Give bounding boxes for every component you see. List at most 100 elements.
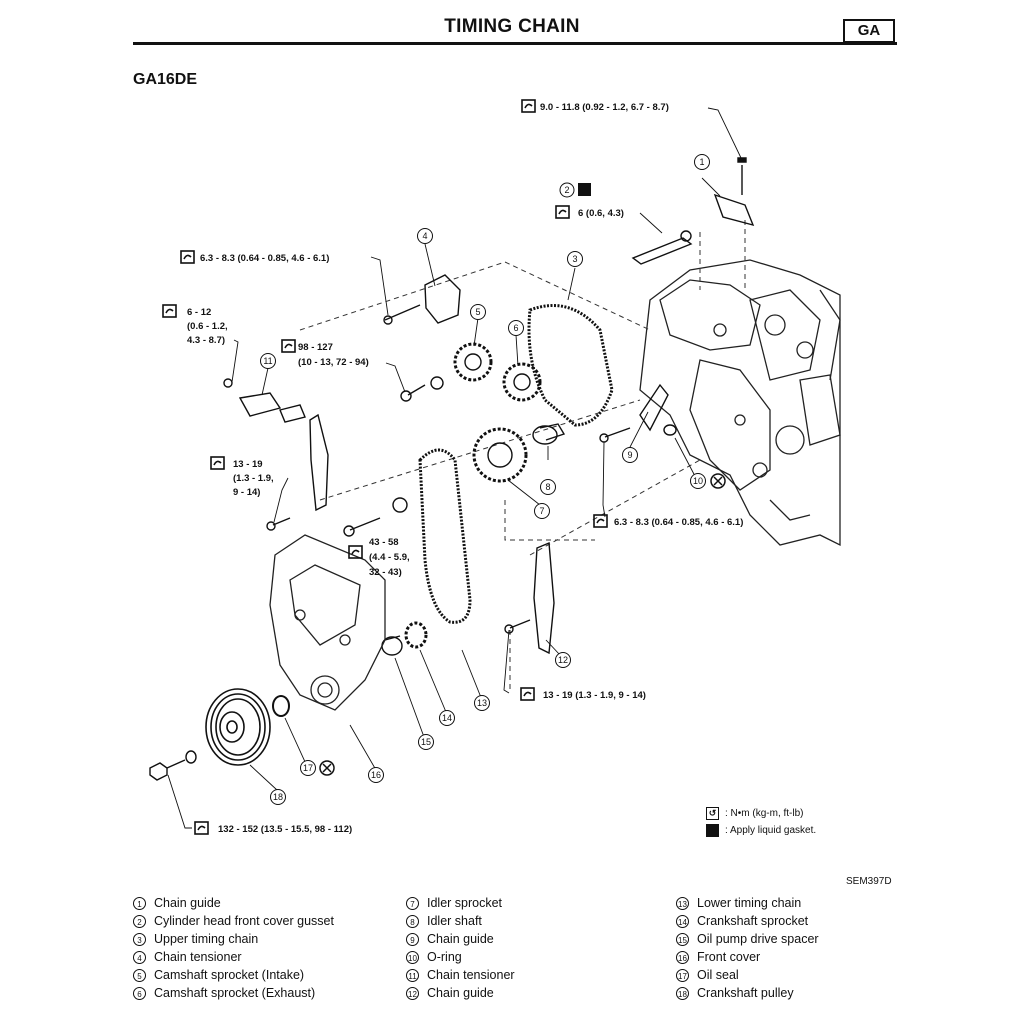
svg-text:13: 13 — [477, 698, 487, 708]
svg-text:43 - 58: 43 - 58 — [369, 537, 399, 548]
leader-lines — [167, 107, 743, 829]
parts-list-item: 10 O-ring — [406, 948, 515, 966]
bolts-left — [266, 376, 444, 537]
part-number: 16 — [676, 950, 689, 964]
svg-text:5: 5 — [475, 307, 480, 317]
torque-spec-5: 98 - 127 (10 - 13, 72 - 94) — [281, 339, 369, 368]
chain-guide-left — [309, 413, 329, 512]
part-name: Chain guide — [427, 932, 494, 946]
svg-text:2: 2 — [564, 185, 569, 195]
torque-spec-10: 132 - 152 (13.5 - 15.5, 98 - 112) — [194, 821, 352, 835]
chain-tensioner-upper — [383, 274, 461, 325]
svg-text:12: 12 — [558, 655, 568, 665]
svg-text:4: 4 — [422, 231, 427, 241]
part-number: 7 — [406, 896, 419, 910]
svg-text:132 - 152 (13.5 - 15.5, 98 - 1: 132 - 152 (13.5 - 15.5, 98 - 112) — [218, 824, 352, 835]
chain-tensioner-lower — [223, 378, 306, 423]
svg-text:13 - 19: 13 - 19 — [233, 459, 263, 470]
front-cover — [269, 534, 386, 711]
legend: ↺ : N•m (kg-m, ft-lb) : Apply liquid gas… — [706, 805, 816, 839]
figure-id: SEM397D — [846, 876, 892, 887]
parts-list-item: 14 Crankshaft sprocket — [676, 912, 819, 930]
pulley-bolt — [149, 750, 197, 781]
svg-text:(0.6 - 1.2,: (0.6 - 1.2, — [187, 321, 228, 332]
liquid-gasket-icon — [706, 824, 719, 837]
part-number: 8 — [406, 914, 419, 928]
callout-5: 5 — [470, 304, 486, 320]
replace-marker-10 — [710, 473, 726, 489]
svg-text:(4.4 - 5.9,: (4.4 - 5.9, — [369, 552, 410, 563]
parts-list-item: 7 Idler sprocket — [406, 894, 515, 912]
part-number: 6 — [133, 986, 146, 1000]
engine-model: GA16DE — [133, 71, 198, 88]
callout-16: 16 — [368, 767, 384, 783]
svg-text:3: 3 — [572, 254, 577, 264]
svg-text:13 - 19 (1.3 - 1.9, 9 - 14): 13 - 19 (1.3 - 1.9, 9 - 14) — [543, 690, 646, 701]
part-number: 15 — [676, 932, 689, 946]
callout-9: 9 — [622, 447, 638, 463]
svg-text:(10 - 13, 72 - 94): (10 - 13, 72 - 94) — [298, 357, 369, 368]
svg-text:4.3 - 8.7): 4.3 - 8.7) — [187, 335, 225, 346]
part-name: Crankshaft pulley — [697, 986, 794, 1000]
torque-spec-7: 6.3 - 8.3 (0.64 - 0.85, 4.6 - 6.1) — [593, 514, 743, 528]
svg-text:6 - 12: 6 - 12 — [187, 307, 211, 318]
part-name: Idler shaft — [427, 914, 482, 928]
replace-marker-17 — [319, 760, 335, 776]
part-number: 14 — [676, 914, 689, 928]
part-number: 3 — [133, 932, 146, 946]
svg-text:1: 1 — [699, 157, 704, 167]
legend-torque: ↺ : N•m (kg-m, ft-lb) — [706, 805, 816, 822]
part-name: O-ring — [427, 950, 462, 964]
svg-text:17: 17 — [303, 763, 313, 773]
svg-text:6: 6 — [513, 323, 518, 333]
part-name: Camshaft sprocket (Exhaust) — [154, 986, 316, 1000]
torque-spec-8: 43 - 58 (4.4 - 5.9, 32 - 43) — [348, 537, 410, 578]
chain-guide-right — [639, 383, 669, 432]
svg-text:18: 18 — [273, 792, 283, 802]
crankshaft-sprocket — [404, 621, 428, 649]
callout-7: 7 — [534, 503, 550, 519]
parts-list-item: 9 Chain guide — [406, 930, 515, 948]
svg-text:16: 16 — [371, 770, 381, 780]
callout-3: 3 — [567, 251, 583, 267]
callout-1: 1 — [694, 154, 710, 170]
part-name: Idler sprocket — [427, 896, 503, 910]
svg-text:6 (0.6, 4.3): 6 (0.6, 4.3) — [578, 208, 624, 219]
callout-4: 4 — [417, 228, 433, 244]
part-name: Oil seal — [697, 968, 739, 982]
callout-15: 15 — [418, 734, 434, 750]
part-name: Chain guide — [427, 986, 494, 1000]
torque-spec-1: 9.0 - 11.8 (0.92 - 1.2, 6.7 - 8.7) — [521, 99, 669, 113]
header-rule — [133, 42, 897, 45]
callout-14: 14 — [439, 710, 455, 726]
callout-13: 13 — [474, 695, 490, 711]
svg-text:7: 7 — [539, 506, 544, 516]
part-number: 2 — [133, 914, 146, 928]
legend-gasket: : Apply liquid gasket. — [706, 822, 816, 839]
svg-text:98 - 127: 98 - 127 — [298, 342, 333, 353]
part-number: 9 — [406, 932, 419, 946]
torque-spec-3: 6.3 - 8.3 (0.64 - 0.85, 4.6 - 6.1) — [180, 250, 329, 264]
camshaft-sprocket-intake — [453, 342, 493, 382]
part-name: Crankshaft sprocket — [697, 914, 809, 928]
svg-text:32 - 43): 32 - 43) — [369, 567, 402, 578]
part-name: Camshaft sprocket (Intake) — [154, 968, 305, 982]
torque-spec-4: 6 - 12 (0.6 - 1.2, 4.3 - 8.7) — [162, 304, 228, 346]
torque-wrench-icon: ↺ — [706, 807, 719, 820]
part-number: 11 — [406, 968, 419, 982]
page-title: TIMING CHAIN — [444, 16, 580, 37]
svg-text:9 - 14): 9 - 14) — [233, 487, 260, 498]
callout-17: 17 — [300, 760, 316, 776]
part-number: 10 — [406, 950, 419, 964]
svg-text:9.0 - 11.8 (0.92 - 1.2, 6.7 -: 9.0 - 11.8 (0.92 - 1.2, 6.7 - 8.7) — [540, 102, 669, 113]
